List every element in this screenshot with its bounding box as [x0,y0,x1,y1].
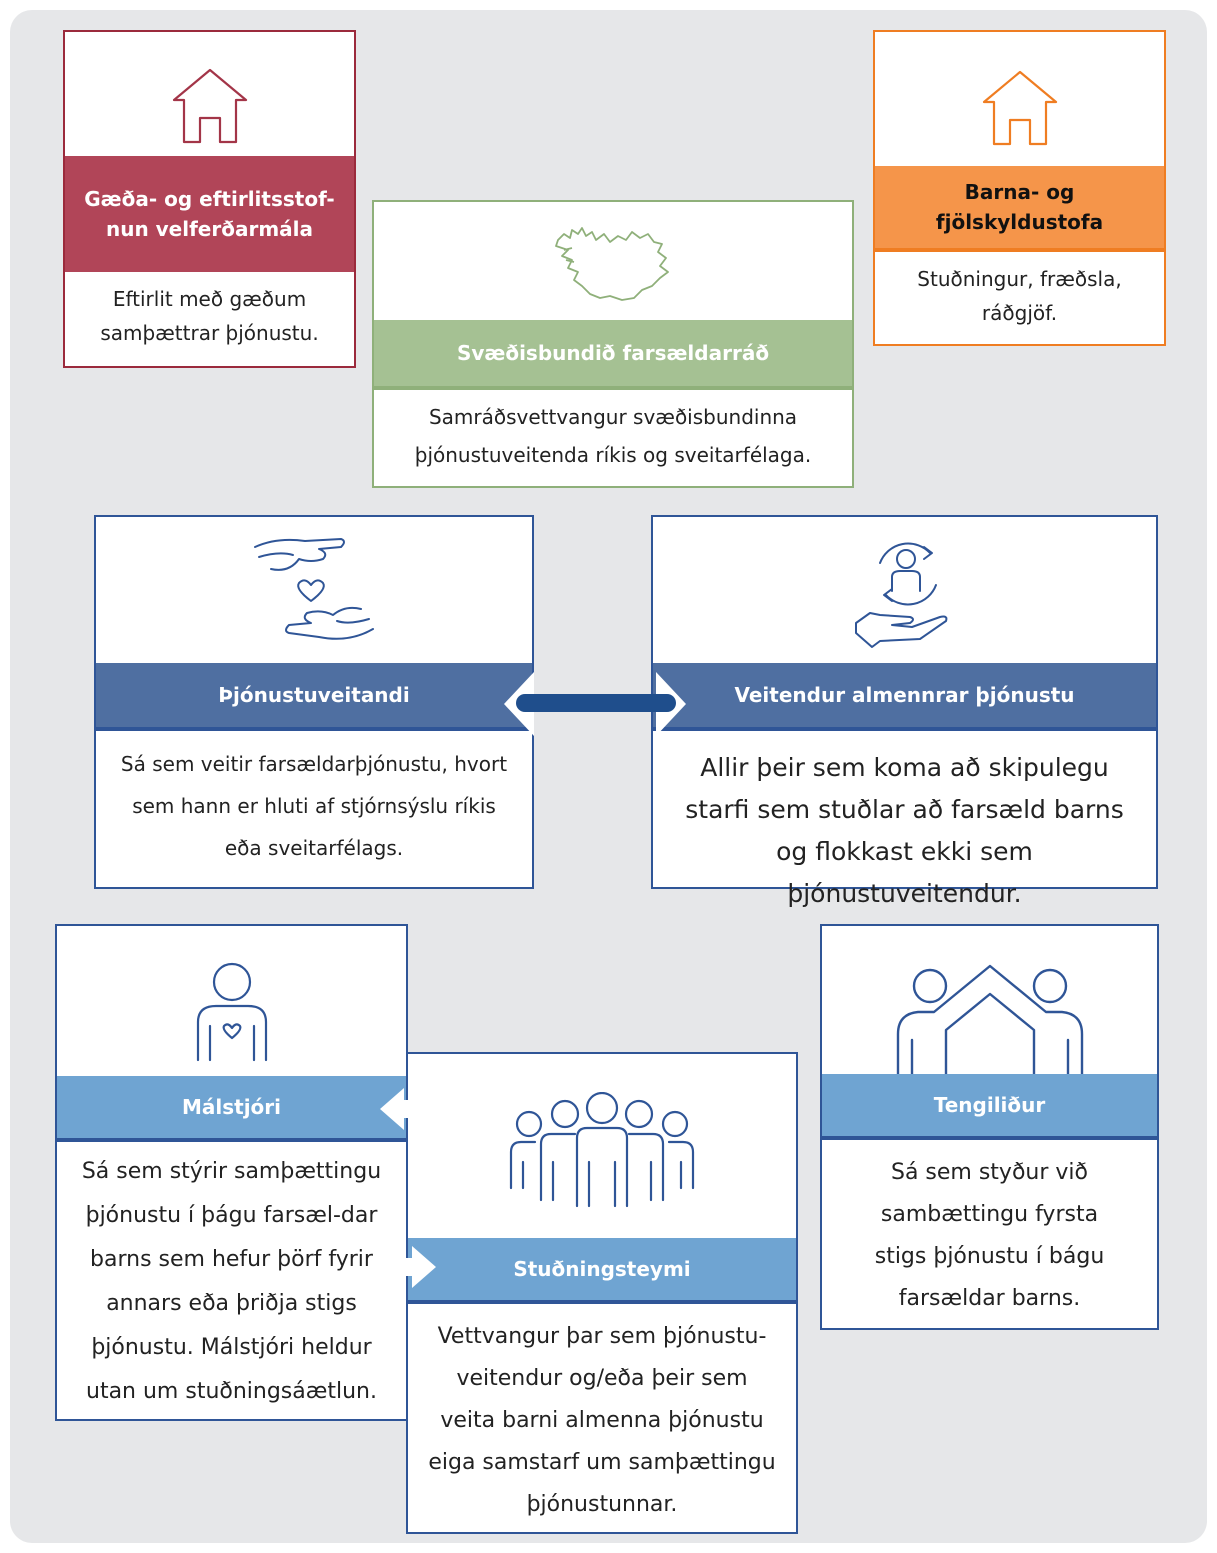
card-malstjori: Málstjóri Sá sem stýrir samþættingu þjón… [55,924,408,1421]
card-tengilidur-description: Sá sem styður við sambættingu fyrsta sti… [874,1160,1105,1311]
card-malstjori-title: Málstjóri [57,1076,406,1142]
card-thjonustuveitandi-title: Þjónustuveitandi [96,663,532,731]
house-icon [875,68,1164,148]
card-tengilidur: Tengiliður Sá sem styður við sambættingu… [820,924,1159,1330]
card-veitendur-title: Veitendur almennrar þjónustu [653,663,1156,731]
card-barna-title: Barna- og fjölskyldustofa [875,166,1164,252]
card-studningsteymi-title: Stuðningsteymi [408,1238,796,1304]
card-studningsteymi: Stuðningsteymi Vettvangur þar sem þjónus… [406,1052,798,1534]
card-veitendur: Veitendur almennrar þjónustu Allir þeir … [651,515,1158,908]
arrow-to-malstjori [380,1088,432,1130]
card-gaeda: Gæða- og eftirlitsstof- nun velferðarmál… [63,30,356,368]
arrow-to-studningsteymi [384,1246,436,1288]
hand-person-cycle-icon [653,533,1156,653]
giving-hands-heart-icon [96,533,532,643]
person-heart-icon [57,960,406,1064]
connector-arrow [504,672,686,736]
house-icon [65,66,354,146]
two-people-roof-icon [822,956,1157,1078]
card-veitendur-description: Allir þeir sem koma að skipulegu starfi … [685,753,1124,908]
iceland-map-icon [374,220,852,306]
card-malstjori-description: Sá sem stýrir samþættingu þjónustu í þág… [81,1159,382,1404]
card-barna: Barna- og fjölskyldustofa Stuðningur, fr… [873,30,1166,346]
card-thjonustuveitandi: Þjónustuveitandi Sá sem veitir farsældar… [94,515,534,889]
card-svaedis: Svæðisbundið farsældarráð Samráðsvettvan… [372,200,854,488]
card-svaedis-title: Svæðisbundið farsældarráð [374,320,852,390]
group-people-icon [408,1092,796,1208]
card-barna-description: Stuðningur, fræðsla, ráðgjöf. [917,267,1122,325]
card-gaeda-title: Gæða- og eftirlitsstof- nun velferðarmál… [65,156,354,272]
card-svaedis-description: Samráðsvettvangur svæðisbundinna þjónust… [414,405,812,467]
card-tengilidur-title: Tengiliður [822,1074,1157,1140]
card-studningsteymi-description: Vettvangur þar sem þjónustu-veitendur og… [428,1324,776,1517]
card-gaeda-description: Eftirlit með gæðum samþættrar þjónustu. [100,287,319,345]
card-thjonustuveitandi-description: Sá sem veitir farsældarþjónustu, hvort s… [120,752,508,860]
